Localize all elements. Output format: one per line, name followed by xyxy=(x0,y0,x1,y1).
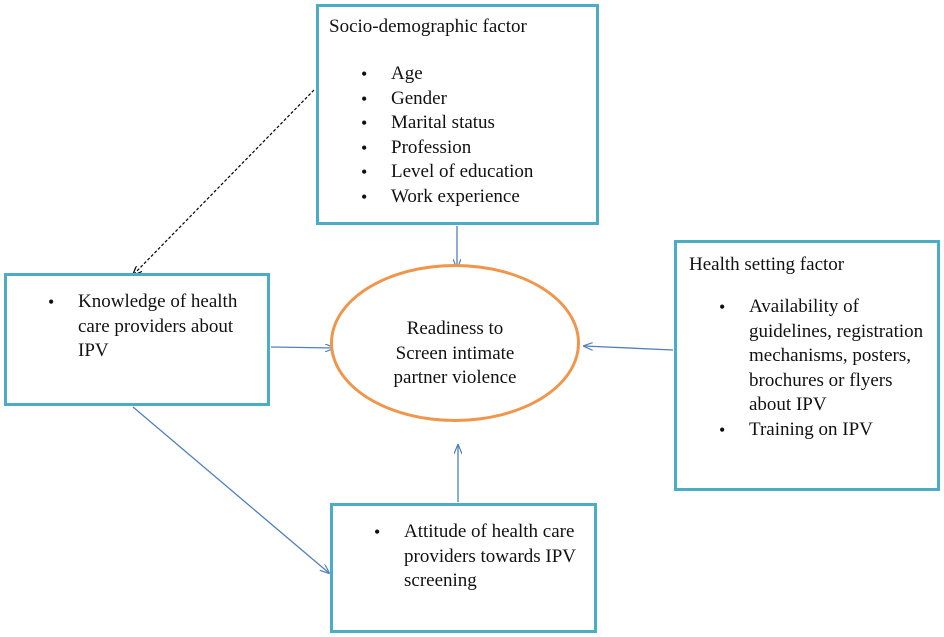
socio-demographic-list: Age Gender Marital status Profession Lev… xyxy=(361,62,534,210)
arrow-health-to-readiness xyxy=(584,346,674,351)
knowledge-list: Knowledge of health care providers about… xyxy=(48,290,263,364)
list-item: Marital status xyxy=(361,111,533,136)
readiness-label-line: Readiness to xyxy=(406,318,504,339)
health-setting-title: Health setting factor xyxy=(689,254,845,275)
list-item: Work experience xyxy=(361,185,533,210)
arrow-knowledge-to-readiness xyxy=(270,347,334,348)
list-item: Age xyxy=(361,62,533,87)
readiness-ellipse: Readiness to Screen intimate partner vio… xyxy=(330,264,580,422)
list-item: Level of education xyxy=(361,160,534,185)
readiness-label-line: Screen intimate xyxy=(395,342,515,364)
list-item: Gender xyxy=(361,87,533,112)
list-item: Availability of guidelines, registration… xyxy=(719,295,939,418)
arrow-knowledge-to-attitude xyxy=(132,406,329,573)
health-setting-box: Health setting factor Availability of gu… xyxy=(674,240,940,491)
readiness-label: Readiness to Screen intimate partner vio… xyxy=(333,317,577,391)
socio-demographic-box: Socio-demographic factor Age Gender Mari… xyxy=(316,4,599,225)
list-item: Knowledge of health care providers about… xyxy=(48,290,263,364)
readiness-label-line: partner violence xyxy=(393,367,517,388)
attitude-list: Attitude of health care providers toward… xyxy=(374,520,594,594)
socio-demographic-title: Socio-demographic factor xyxy=(329,16,527,37)
list-item: Profession xyxy=(361,136,533,161)
list-item: Training on IPV xyxy=(719,418,939,443)
knowledge-box: Knowledge of health care providers about… xyxy=(4,273,270,406)
health-setting-list: Availability of guidelines, registration… xyxy=(719,295,939,443)
list-item: Attitude of health care providers toward… xyxy=(374,520,594,594)
dashed-arrow-socio-to-knowledge xyxy=(133,89,315,275)
attitude-box: Attitude of health care providers toward… xyxy=(330,503,597,633)
